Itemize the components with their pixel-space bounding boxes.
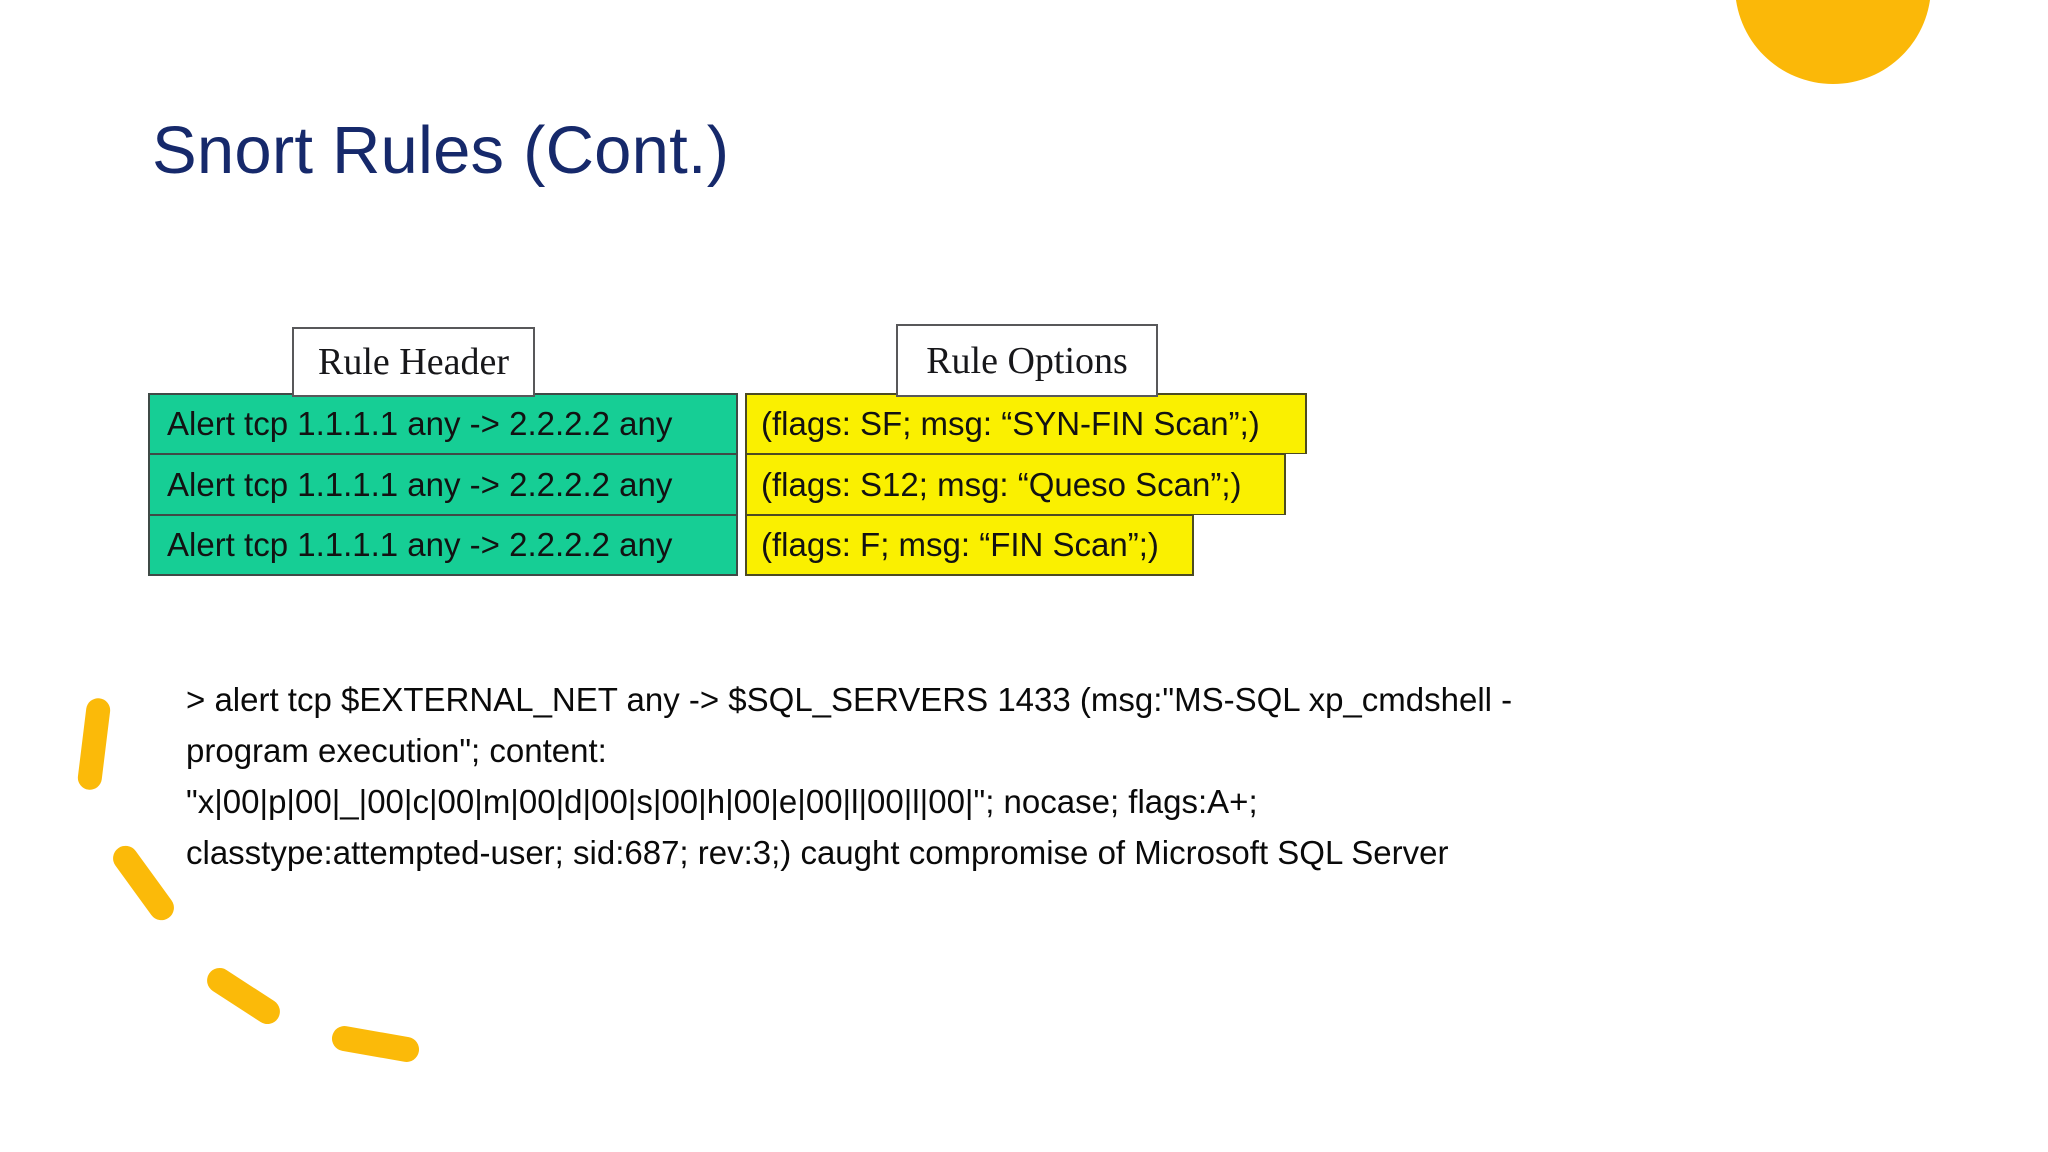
rule-options-column: (flags: SF; msg: “SYN-FIN Scan”;) (flags…	[745, 393, 1307, 576]
rule-example-line-4: classtype:attempted-user; sid:687; rev:3…	[186, 834, 1449, 871]
rule-header-column: Alert tcp 1.1.1.1 any -> 2.2.2.2 any Ale…	[148, 393, 738, 576]
page-title: Snort Rules (Cont.)	[152, 113, 730, 188]
table-row: (flags: S12; msg: “Queso Scan”;)	[745, 454, 1286, 515]
rule-example-line-3: "x|00|p|00|_|00|c|00|m|00|d|00|s|00|h|00…	[186, 783, 1258, 820]
table-row: (flags: F; msg: “FIN Scan”;)	[745, 515, 1194, 576]
rule-example-paragraph: > alert tcp $EXTERNAL_NET any -> $SQL_SE…	[186, 674, 1746, 878]
table-row: (flags: SF; msg: “SYN-FIN Scan”;)	[745, 393, 1307, 454]
table-row: Alert tcp 1.1.1.1 any -> 2.2.2.2 any	[148, 393, 738, 454]
callout-rule-header: Rule Header	[292, 327, 535, 397]
table-row: Alert tcp 1.1.1.1 any -> 2.2.2.2 any	[148, 515, 738, 576]
callout-rule-options: Rule Options	[896, 324, 1158, 397]
rule-example-line-2: program execution"; content:	[186, 732, 607, 769]
rule-example-line-1: > alert tcp $EXTERNAL_NET any -> $SQL_SE…	[186, 681, 1513, 718]
table-row: Alert tcp 1.1.1.1 any -> 2.2.2.2 any	[148, 454, 738, 515]
